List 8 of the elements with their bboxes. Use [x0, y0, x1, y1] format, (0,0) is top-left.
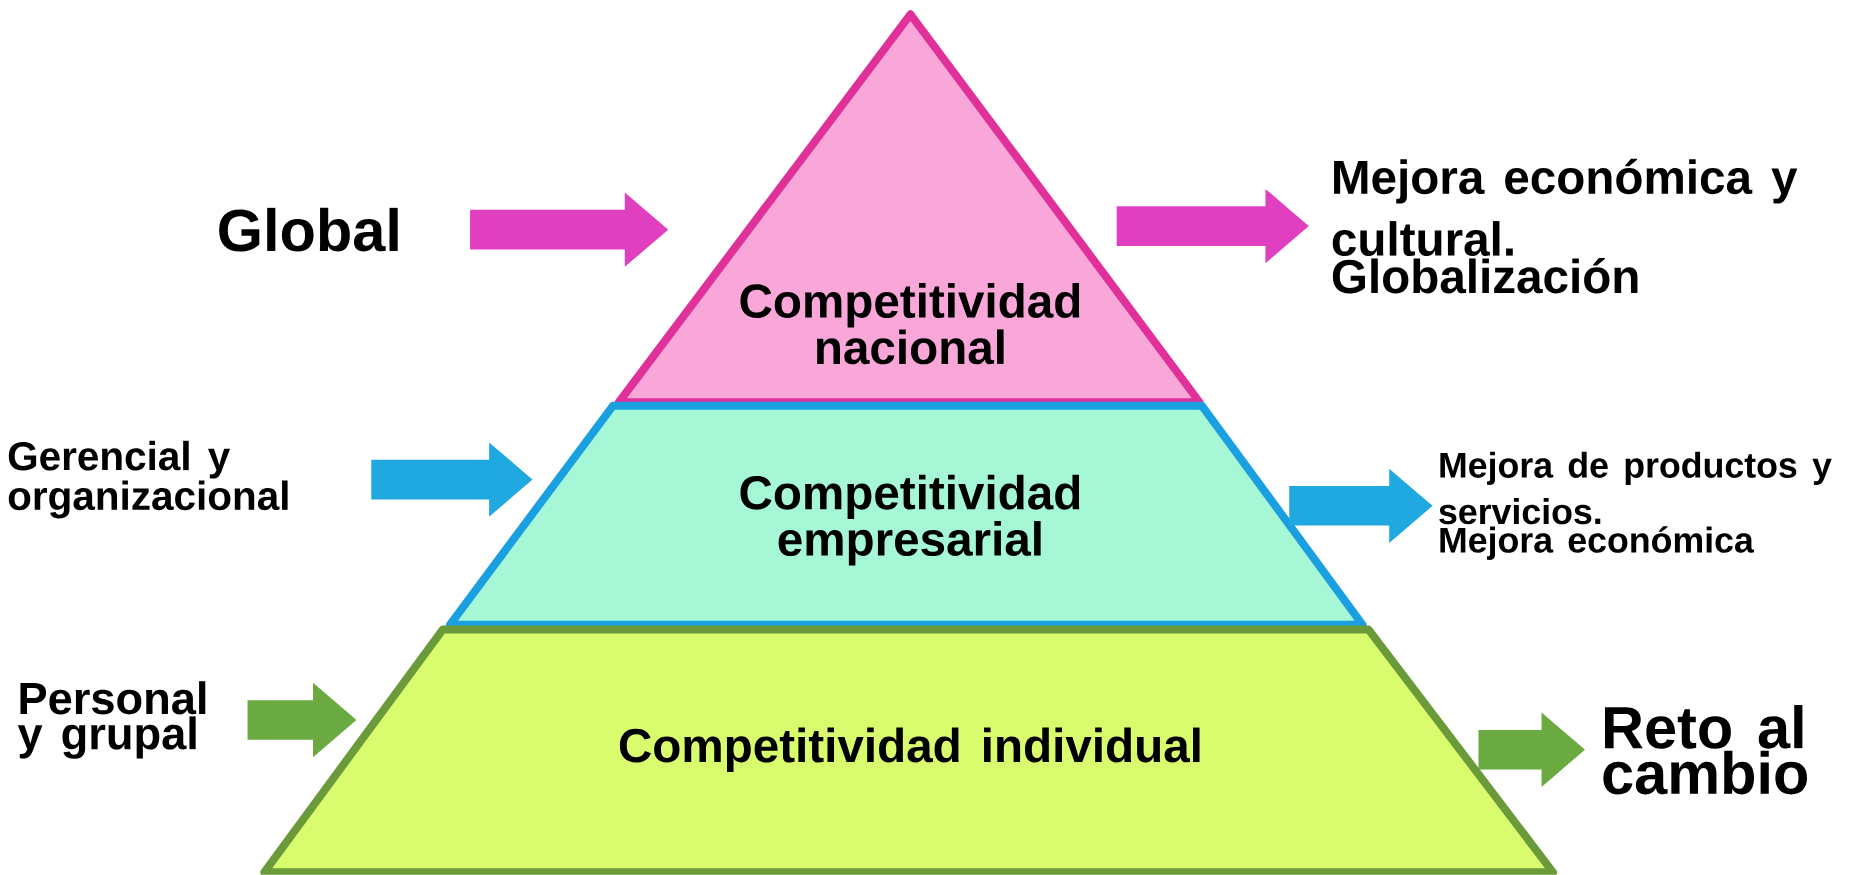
level-label: Personal y grupal [17, 681, 206, 759]
pyramid-tier: Competitividad individual [260, 625, 1557, 875]
level-label: Reto al cambio [1603, 705, 1808, 795]
pyramid-tier: Competitividad empresarial [445, 402, 1367, 629]
level-label: Gerencial y organizacional [8, 440, 288, 519]
level-label: Mejora económica y cultural. Globalización [1332, 158, 1798, 294]
level-label: Global [219, 208, 398, 252]
level-label: Mejora de productos y servicios. Mejora económica [1439, 451, 1832, 561]
